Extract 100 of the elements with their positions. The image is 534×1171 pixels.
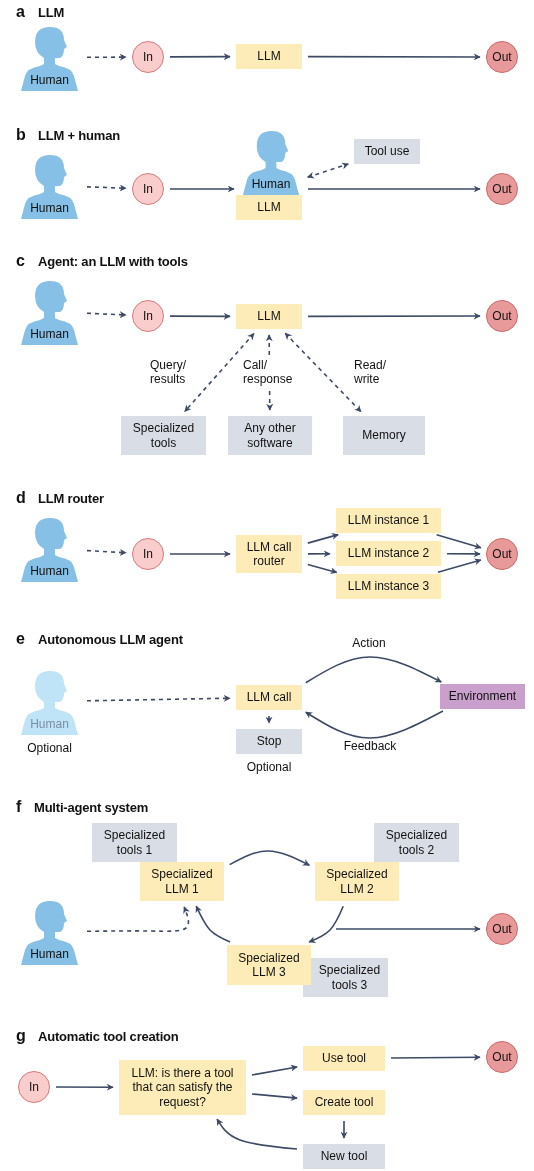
arrow bbox=[307, 312, 481, 320]
arrow bbox=[251, 1093, 298, 1102]
node-label: LLM instance 3 bbox=[346, 579, 431, 594]
node-label: Human bbox=[250, 176, 292, 191]
panel-letter: a bbox=[16, 3, 25, 21]
arrow bbox=[307, 53, 481, 61]
llm-box bbox=[303, 1090, 385, 1115]
llm-box bbox=[236, 685, 302, 710]
llm-box bbox=[315, 862, 399, 901]
llm-box bbox=[336, 508, 441, 533]
node-label: Specialized LLM 1 bbox=[150, 867, 214, 896]
panel-letter: e bbox=[16, 630, 25, 648]
tool-box bbox=[228, 416, 312, 455]
input-circle bbox=[132, 300, 164, 332]
panel-title: Autonomous LLM agent bbox=[38, 632, 183, 647]
tool-box bbox=[303, 958, 388, 997]
dashed-arrow bbox=[86, 906, 190, 933]
node-label: Human bbox=[29, 326, 70, 341]
input-circle bbox=[132, 41, 164, 73]
tool-box bbox=[343, 416, 425, 455]
panel-title: LLM router bbox=[38, 491, 104, 506]
arrow bbox=[55, 1083, 114, 1091]
input-circle bbox=[18, 1071, 50, 1103]
node-label: Create tool bbox=[313, 1095, 375, 1110]
tool-box bbox=[354, 139, 420, 164]
output-circle bbox=[486, 538, 518, 570]
node-label: LLM instance 1 bbox=[346, 513, 431, 528]
tool-box bbox=[303, 1144, 385, 1169]
tool-box bbox=[121, 416, 206, 455]
node-label: Specialized tools 1 bbox=[102, 828, 167, 857]
node-label: New tool bbox=[319, 1149, 369, 1164]
note-label: Optional bbox=[245, 760, 293, 774]
node-label: Out bbox=[491, 49, 513, 65]
panel-letter: f bbox=[16, 798, 22, 816]
panel-title: Agent: an LLM with tools bbox=[38, 254, 188, 269]
dashed-arrow bbox=[86, 311, 127, 319]
node-label: Memory bbox=[361, 428, 407, 443]
panel-title: Multi-agent system bbox=[34, 800, 149, 815]
dashed-arrow bbox=[86, 548, 127, 556]
arrow bbox=[304, 656, 443, 684]
arrow bbox=[216, 1118, 298, 1150]
node-label: In bbox=[142, 308, 154, 324]
input-circle bbox=[132, 538, 164, 570]
node-label: Stop bbox=[255, 734, 283, 749]
node-label: Out bbox=[491, 546, 513, 562]
panel-letter: c bbox=[16, 252, 25, 270]
node-label: In bbox=[28, 1079, 40, 1095]
node-label: Any other software bbox=[243, 421, 297, 450]
panel-title: LLM bbox=[38, 5, 65, 20]
dashed-arrow bbox=[86, 184, 127, 192]
node-label: Specialized LLM 3 bbox=[237, 950, 301, 980]
arrow bbox=[251, 1064, 298, 1076]
arrow bbox=[307, 563, 338, 575]
arrow bbox=[435, 533, 482, 550]
arrow bbox=[195, 905, 231, 943]
llm-box bbox=[236, 44, 302, 69]
panel-letter: d bbox=[16, 489, 26, 507]
node-label: Human bbox=[29, 716, 70, 731]
output-circle bbox=[486, 1041, 518, 1073]
output-circle bbox=[486, 173, 518, 205]
dashed-arrow bbox=[86, 53, 127, 61]
arrow bbox=[304, 710, 444, 739]
output-circle bbox=[486, 41, 518, 73]
llm-box bbox=[236, 195, 302, 220]
tool-box bbox=[374, 823, 459, 862]
llm-box bbox=[336, 541, 441, 566]
llm-box bbox=[140, 862, 224, 901]
output-circle bbox=[486, 300, 518, 332]
arrow bbox=[169, 185, 235, 193]
node-label: Tool use bbox=[363, 144, 411, 159]
node-label: LLM bbox=[256, 49, 282, 64]
arrow bbox=[335, 925, 481, 933]
node-label: Human bbox=[29, 563, 70, 578]
node-label: LLM instance 2 bbox=[346, 546, 431, 561]
arrow bbox=[437, 558, 482, 574]
input-circle bbox=[132, 173, 164, 205]
llm-box bbox=[303, 1046, 385, 1071]
node-label: Out bbox=[491, 308, 513, 324]
arrow bbox=[307, 185, 481, 193]
llm-box bbox=[236, 535, 302, 573]
panel-letter: g bbox=[16, 1027, 26, 1045]
node-label: LLM call bbox=[245, 690, 293, 705]
dashed-arrow bbox=[306, 162, 350, 179]
arrow bbox=[446, 550, 481, 558]
node-label: LLM call router bbox=[245, 539, 293, 569]
tool-box bbox=[92, 823, 177, 862]
node-label: Specialized LLM 2 bbox=[325, 867, 389, 896]
llm-box bbox=[227, 945, 311, 985]
arrow bbox=[340, 1120, 348, 1139]
arrow bbox=[228, 850, 311, 866]
arrow bbox=[307, 550, 331, 558]
node-label: Environment bbox=[447, 689, 518, 704]
panel-letter: b bbox=[16, 126, 26, 144]
output-circle bbox=[486, 913, 518, 945]
node-label: Human bbox=[29, 946, 70, 961]
node-label: Specialized tools 3 bbox=[317, 963, 382, 992]
dashed-arrow bbox=[86, 694, 231, 702]
arrow bbox=[169, 53, 231, 61]
arrow bbox=[308, 905, 345, 943]
node-label: In bbox=[142, 49, 154, 65]
